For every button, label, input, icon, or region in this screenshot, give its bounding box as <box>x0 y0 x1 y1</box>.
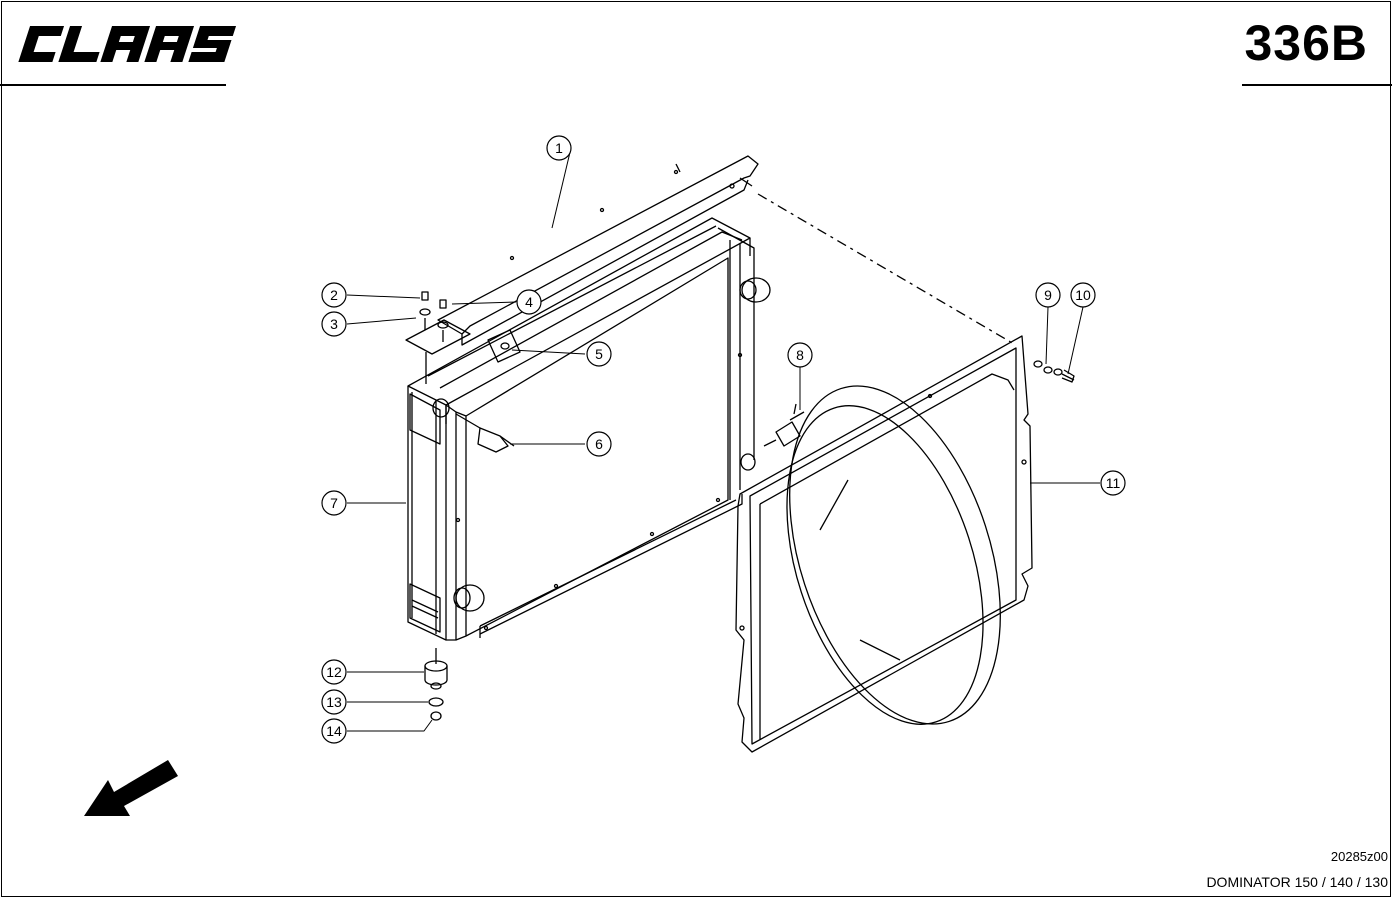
travel-direction-arrow-icon <box>84 760 178 816</box>
callout-9: 9 <box>1044 287 1052 303</box>
parts-2-3-4-hardware <box>405 291 471 384</box>
callout-3: 3 <box>330 316 338 332</box>
callout-1: 1 <box>555 140 563 156</box>
drawing-number: 20285z00 <box>1330 849 1388 864</box>
part-1-top-bracket <box>437 155 759 346</box>
callout-14: 14 <box>326 723 342 739</box>
parts-9-10-fasteners <box>1033 360 1075 383</box>
callout-13: 13 <box>326 694 342 710</box>
callout-6: 6 <box>595 436 603 452</box>
callout-4: 4 <box>525 294 533 310</box>
leader-lines <box>346 147 1100 732</box>
parts-12-14-mounting <box>424 648 448 721</box>
callout-7: 7 <box>330 495 338 511</box>
sheet-number: 336B <box>1244 15 1368 71</box>
part-5-bracket <box>487 329 521 363</box>
callout-11: 11 <box>1106 475 1121 491</box>
callout-5: 5 <box>595 346 603 362</box>
callout-labels: 1 2 3 4 5 6 7 8 9 10 11 12 13 14 <box>326 140 1120 739</box>
claas-logo <box>18 26 236 62</box>
logo-underline <box>0 84 226 86</box>
alignment-dash-line <box>757 193 1015 345</box>
model-designation: DOMINATOR 150 / 140 / 130 <box>1206 874 1388 890</box>
part-7-radiator <box>407 217 771 641</box>
callout-10: 10 <box>1075 287 1091 303</box>
callout-8: 8 <box>796 347 804 363</box>
callout-circles <box>321 135 1126 744</box>
part-8-drain-tap <box>763 403 805 447</box>
sheet-number-underline <box>1242 84 1392 86</box>
callout-2: 2 <box>330 287 338 303</box>
part-6-sensor <box>455 413 515 453</box>
callout-12: 12 <box>326 664 342 680</box>
part-11-fan-shroud <box>735 335 1033 753</box>
